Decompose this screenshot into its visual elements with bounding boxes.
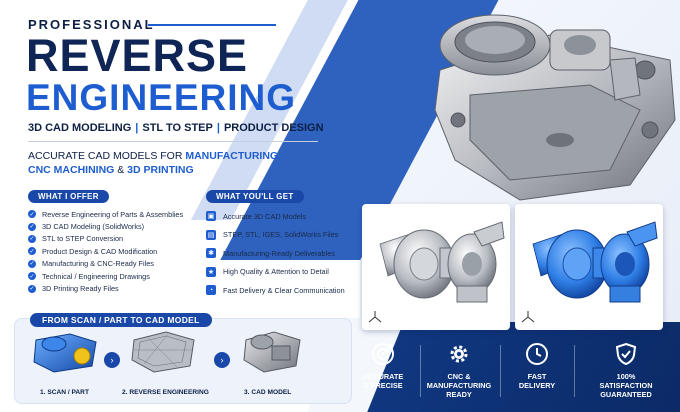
check-icon: ✓ [28,210,36,219]
list-item-label: STL to STEP Conversion [42,234,124,244]
check-icon: ✓ [28,222,36,231]
step-3-label: 3. CAD MODEL [244,389,292,396]
list-item: ✓ 3D CAD Modeling (SolidWorks) [28,220,183,232]
gear-icon: ✱ [206,248,216,259]
check-icon: ✓ [28,259,36,268]
cad-model-turbo-card [515,204,663,330]
offer-heading: WHAT I OFFER [28,190,109,203]
services-line: 3D CAD MODELING|STL TO STEP|PRODUCT DESI… [28,122,324,134]
cube-icon: ▣ [206,211,216,222]
feature-fast-delivery: FAST DELIVERY [502,342,572,390]
list-item: ✓ Reverse Engineering of Parts & Assembli… [28,208,183,220]
tagline-joiner: & [114,164,128,176]
list-item: ★ High Quality & Attention to Detail [206,263,345,282]
tagline-highlight-3d-printing: 3D PRINTING [127,164,194,176]
list-item-label: Manufacturing & CNC-Ready Files [42,259,154,269]
feature-label: & PRECISE [363,381,403,391]
feature-label: SATISFACTION [599,381,653,391]
list-item: ✓ Manufacturing & CNC-Ready Files [28,258,183,270]
tagline-text: ACCURATE CAD MODELS FOR [28,150,186,162]
cad-model-gray-render [243,331,301,373]
list-item-label: Fast Delivery & Clear Communication [223,285,345,295]
title-line-1: REVERSE [26,30,249,81]
chevron-right-icon: › [214,352,230,368]
kicker-text: PROFESSIONAL [28,17,155,32]
chevron-right-icon: › [104,352,120,368]
offer-list: ✓ Reverse Engineering of Parts & Assembli… [28,208,183,295]
list-item: ▣ Accurate 3D CAD Models [206,207,345,226]
list-item-label: STEP, STL, IGES, SolidWorks Files [223,230,339,240]
service-cad-modeling: 3D CAD MODELING [28,122,132,134]
service-product-design: PRODUCT DESIGN [223,122,324,134]
feature-label: READY [446,390,472,400]
feature-label: 100% [616,372,636,381]
list-item: ✓ 3D Printing Ready Files [28,282,183,294]
list-item: ✓ Product Design & CAD Modification [28,245,183,257]
check-icon: ✓ [28,234,36,243]
check-icon: ✓ [28,284,36,293]
list-item: ✓ Technical / Engineering Drawings [28,270,183,282]
list-item: ✓ STL to STEP Conversion [28,233,183,245]
tagline-highlight-manufacturing: MANUFACTURING, [185,150,281,162]
list-item-label: High Quality & Attention to Detail [223,267,329,277]
feature-label: MANUFACTURING [426,381,492,391]
axis-triad-icon [368,311,382,323]
feature-label: GUARANTEED [600,390,652,400]
tagline-line-1: ACCURATE CAD MODELS FOR MANUFACTURING, [28,150,281,162]
target-icon [372,343,394,365]
service-stl-to-step: STL TO STEP [142,122,213,134]
feature-satisfaction: 100% SATISFACTION GUARANTEED [578,342,674,399]
feature-label: FAST [527,372,547,381]
kicker-underline [148,24,276,26]
list-item-label: 3D CAD Modeling (SolidWorks) [42,222,145,232]
step-1-label: 1. SCAN / PART [40,389,89,396]
feature-divider [574,345,575,397]
axis-triad-icon [521,311,535,323]
feature-accurate: ACCURATE & PRECISE [348,342,418,390]
tagline-highlight-cnc: CNC MACHINING [28,164,115,176]
step-2-label: 2. REVERSE ENGINEERING [122,389,209,396]
feature-divider [420,345,421,397]
check-icon: ✓ [28,247,36,256]
reverse-engineering-render [131,331,195,373]
feature-cnc: CNC & MANUFACTURING READY [424,342,494,399]
list-item-label: Accurate 3D CAD Models [223,211,307,221]
medal-icon: ★ [206,266,216,277]
tagline-line-2: CNC MACHINING & 3D PRINTING [28,164,194,176]
divider [28,141,318,142]
file-icon: ▤ [206,229,216,240]
clock-icon [526,343,548,365]
check-icon: ✓ [28,272,36,281]
list-item-label: Manufacturing-Ready Deliverables [223,248,335,258]
blue-turbocharger-render [532,221,658,303]
list-item-label: Technical / Engineering Drawings [42,271,150,281]
scan-mesh-turbo-card [362,204,510,330]
list-item: ✱ Manufacturing-Ready Deliverables [206,244,345,263]
list-item-label: Product Design & CAD Modification [42,246,158,256]
silver-turbocharger-render [379,221,505,303]
scanned-part-blue-render [33,333,97,373]
feature-divider [500,345,501,397]
process-heading: FROM SCAN / PART TO CAD MODEL [30,313,212,327]
shield-check-icon [615,342,637,366]
feature-label: CNC & [447,372,471,381]
clock-icon: ◔ [206,285,216,296]
title-line-2: ENGINEERING [26,77,297,118]
list-item: ▤ STEP, STL, IGES, SolidWorks Files [206,226,345,245]
list-item: ◔ Fast Delivery & Clear Communication [206,281,345,300]
get-heading: WHAT YOU'LL GET [206,190,304,203]
housing-part-render [434,14,676,201]
feature-label: ACCURATE [362,372,404,381]
list-item-label: Reverse Engineering of Parts & Assemblie… [42,209,184,219]
list-item-label: 3D Printing Ready Files [42,284,119,294]
get-list: ▣ Accurate 3D CAD Models ▤ STEP, STL, IGES… [206,207,345,300]
feature-label: DELIVERY [518,381,556,391]
gear-icon [450,345,468,363]
